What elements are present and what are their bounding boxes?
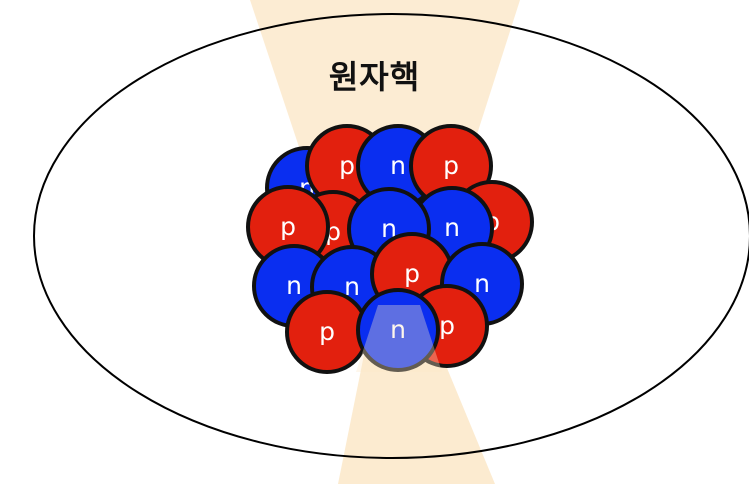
neutron-label: n [286,271,302,300]
neutron-label: n [381,214,397,243]
beam-overlay [356,305,442,372]
diagram-title: 원자핵 [328,58,421,96]
proton-label: p [319,317,335,346]
top-light-beam [250,0,520,150]
neutron-label: n [444,213,460,242]
neutron-label: n [344,272,360,301]
proton-label: p [443,151,459,180]
proton-label: p [339,151,355,180]
nucleus-cluster: npnpppnpnnnppnpn [246,124,534,374]
proton-particle: p [285,290,369,374]
proton-label: p [404,259,420,288]
neutron-label: n [474,269,490,298]
atom-boundary-ellipse [33,13,749,459]
proton-label: p [439,311,455,340]
neutron-label: n [390,151,406,180]
proton-label: p [280,212,296,241]
neutron-circle [356,288,440,372]
neutron-label: n [390,315,406,344]
neutron-particle: n [356,288,440,372]
